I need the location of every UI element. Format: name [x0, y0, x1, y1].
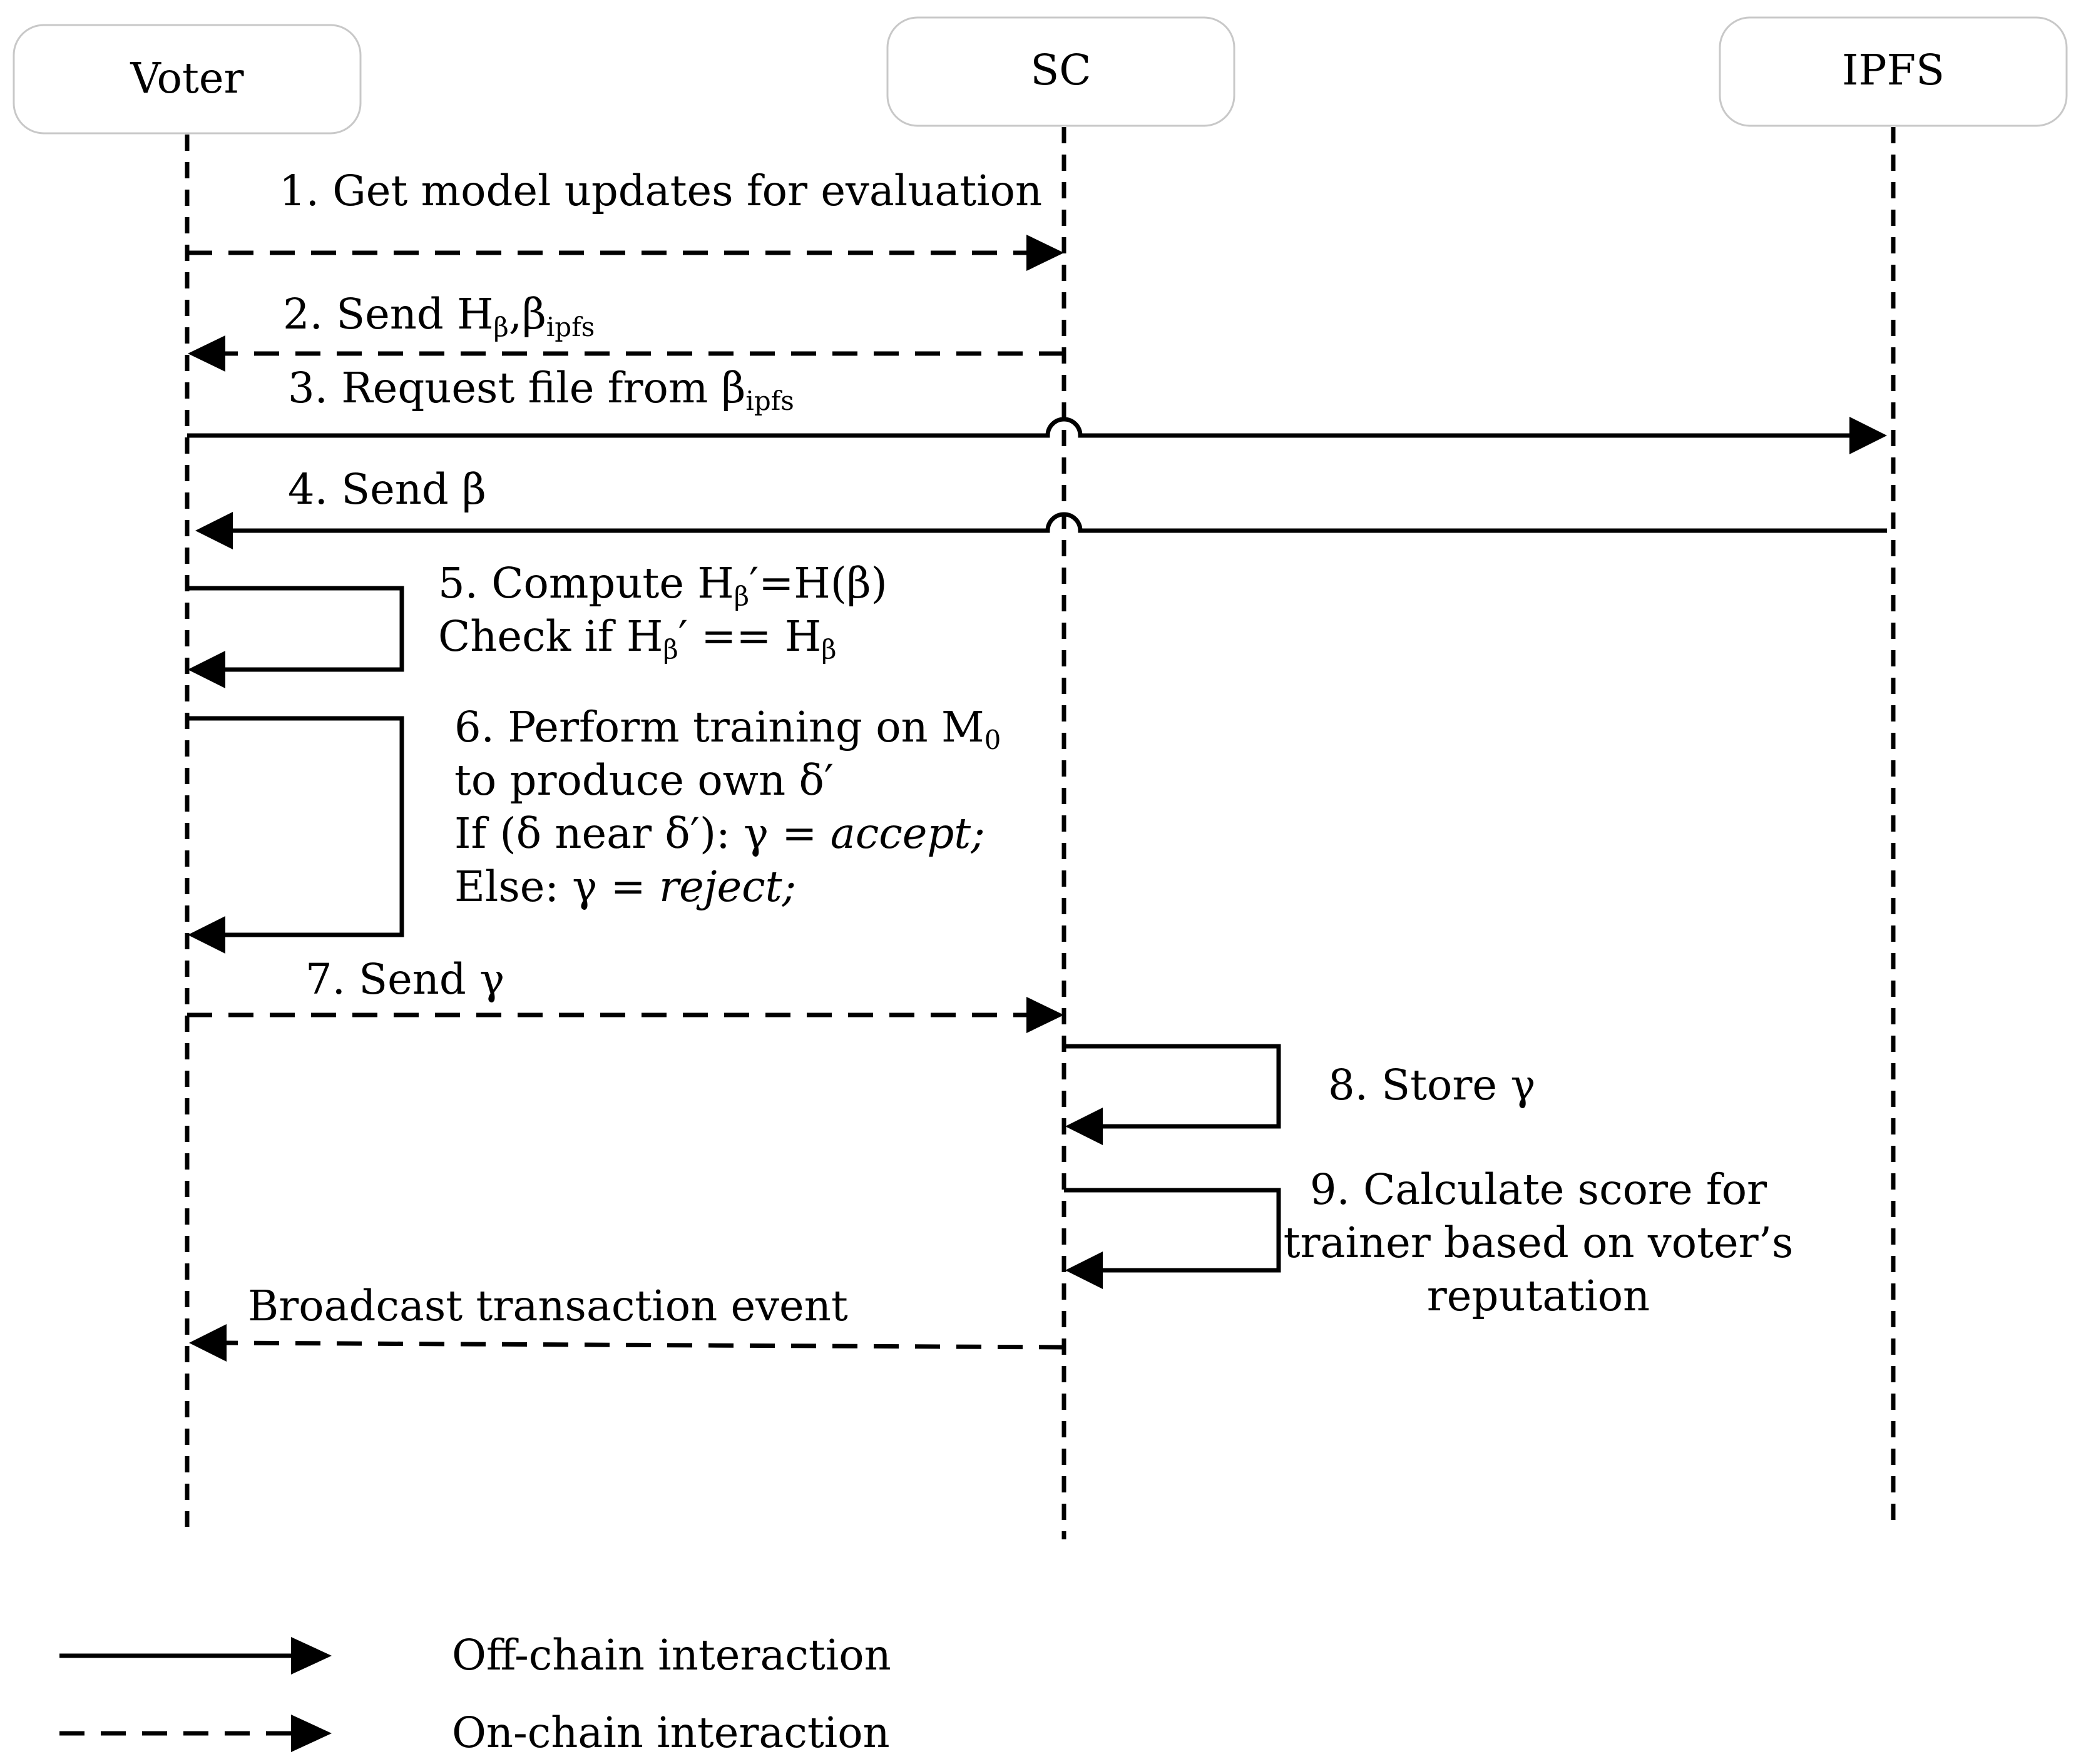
message-9-line2: trainer based on voter’s — [1284, 1218, 1794, 1267]
message-9: 9. Calculate score for trainer based on … — [1064, 1165, 1793, 1320]
message-1-label: 1. Get model updates for evaluation — [279, 166, 1042, 215]
message-6: 6. Perform training on M0 to produce own… — [187, 703, 1001, 954]
legend: Off-chain interaction On-chain interacti… — [59, 1631, 891, 1757]
message-broadcast: Broadcast transaction event — [189, 1282, 1065, 1362]
message-1: 1. Get model updates for evaluation — [187, 166, 1064, 271]
legend-on-chain-label: On-chain interaction — [452, 1708, 890, 1757]
message-6-arrowhead — [188, 916, 225, 954]
message-4-label: 4. Send β — [288, 465, 486, 514]
legend-item-on-chain: On-chain interaction — [59, 1708, 890, 1757]
message-2-label: 2. Send Hβ,βipfs — [283, 290, 595, 342]
legend-item-off-chain: Off-chain interaction — [59, 1631, 891, 1680]
message-5: 5. Compute Hβ′=H(β) Check if Hβ′ == Hβ — [187, 559, 887, 688]
participant-ipfs: IPFS — [1719, 16, 2068, 127]
message-1-arrowhead — [1026, 235, 1064, 271]
message-2: 2. Send Hβ,βipfs — [188, 290, 1064, 372]
legend-off-chain-label: Off-chain interaction — [452, 1631, 891, 1680]
message-8-label: 8. Store γ — [1328, 1061, 1535, 1109]
message-7: 7. Send γ — [187, 955, 1064, 1033]
message-6-line3: If (δ near δ′): γ = accept; — [454, 809, 985, 858]
message-6-line2: to produce own δ′ — [454, 756, 834, 805]
message-broadcast-arrowhead — [189, 1324, 227, 1362]
legend-solid-arrowhead — [291, 1637, 332, 1675]
message-7-label: 7. Send γ — [305, 955, 504, 1004]
message-8-arrowhead — [1065, 1108, 1103, 1145]
message-8: 8. Store γ — [1064, 1044, 1535, 1145]
message-5-arrowhead — [188, 651, 225, 688]
participant-sc-label: SC — [1030, 46, 1091, 94]
participant-voter: Voter — [13, 24, 362, 135]
message-broadcast-label: Broadcast transaction event — [248, 1282, 848, 1330]
message-9-line3: reputation — [1427, 1272, 1650, 1320]
legend-dashed-arrowhead — [291, 1715, 332, 1752]
participant-voter-label: Voter — [130, 54, 244, 103]
message-6-line1: 6. Perform training on M0 — [454, 703, 1001, 755]
message-9-line1: 9. Calculate score for — [1310, 1165, 1767, 1214]
message-6-line4: Else: γ = reject; — [454, 862, 796, 911]
participant-sc: SC — [886, 16, 1235, 127]
message-3-arrowhead — [1849, 417, 1887, 454]
message-3: 3. Request file from βipfs — [187, 364, 1887, 454]
message-7-arrowhead — [1026, 997, 1064, 1033]
message-4-arrowhead — [195, 512, 233, 549]
message-2-arrowhead — [188, 335, 225, 372]
message-9-arrowhead — [1065, 1252, 1103, 1289]
message-5-line2: Check if Hβ′ == Hβ — [438, 612, 837, 665]
message-3-label: 3. Request file from βipfs — [288, 364, 794, 416]
message-4: 4. Send β — [195, 465, 1887, 549]
participant-ipfs-label: IPFS — [1842, 46, 1945, 94]
message-5-line1: 5. Compute Hβ′=H(β) — [438, 559, 887, 611]
